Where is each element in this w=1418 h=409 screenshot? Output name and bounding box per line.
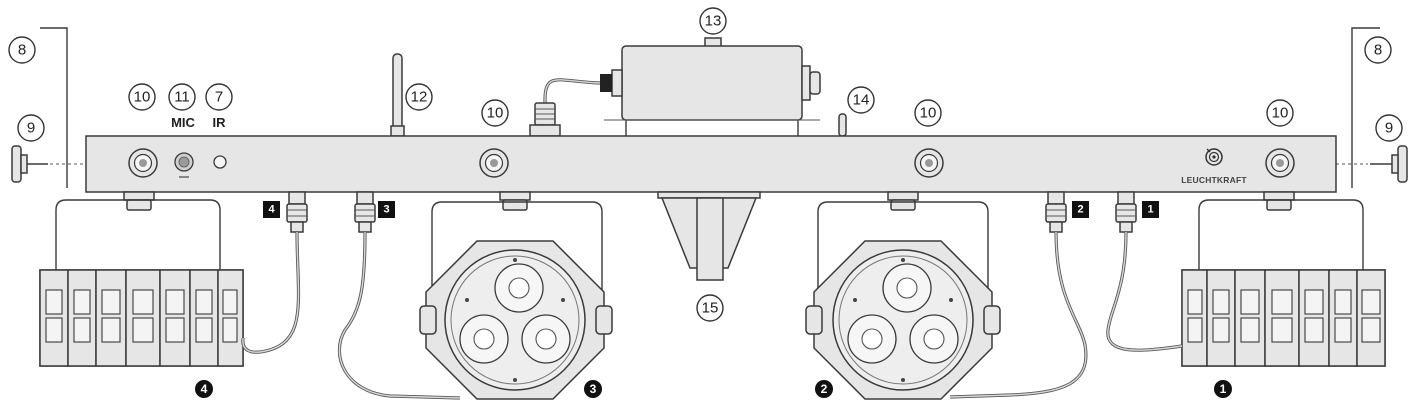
light-number-3: 3	[584, 380, 602, 398]
svg-text:4: 4	[268, 204, 275, 216]
ir-sensor	[213, 155, 227, 169]
center-mount	[657, 191, 761, 281]
light-1-led-bar	[1181, 191, 1386, 367]
svg-text:13: 13	[705, 13, 722, 30]
svg-text:10: 10	[487, 105, 504, 122]
output-connector-4	[286, 191, 308, 233]
light-number-2: 2	[815, 380, 833, 398]
svg-text:4: 4	[201, 382, 208, 396]
callout-12: 12	[405, 83, 433, 111]
light-3-par	[419, 191, 613, 400]
output-label-4: 4	[263, 201, 280, 218]
bracket-left	[40, 27, 68, 188]
callout-10-a: 10	[128, 83, 156, 111]
callout-9-left: 9	[17, 114, 45, 142]
xlr-socket-2	[479, 148, 509, 178]
ir-label: IR	[213, 115, 227, 130]
callout-8-left: 8	[8, 36, 36, 64]
cable-out1-to-light1	[1106, 231, 1183, 352]
svg-text:2: 2	[1077, 204, 1083, 216]
knob-right	[1336, 145, 1408, 183]
svg-text:9: 9	[1385, 120, 1393, 137]
output-connector-3	[354, 191, 376, 233]
main-bar	[85, 135, 1337, 193]
brand-name: LEUCHTKRAFT	[1181, 175, 1247, 185]
cable-out3-to-light3	[337, 231, 461, 400]
xlr-socket-3	[914, 148, 944, 178]
callout-10-b: 10	[481, 99, 509, 127]
light-4-led-bar	[39, 191, 244, 367]
power-box	[600, 37, 821, 136]
pin	[838, 113, 847, 137]
callout-14: 14	[847, 86, 875, 114]
svg-text:9: 9	[27, 120, 35, 137]
light-2-par	[805, 191, 1001, 400]
light-number-4: 4	[195, 380, 213, 398]
svg-text:3: 3	[383, 204, 389, 216]
output-connector-1	[1115, 191, 1137, 233]
callout-11: 11	[168, 83, 196, 111]
mic-input	[174, 152, 194, 178]
callout-8-right: 8	[1364, 36, 1392, 64]
xlr-socket-1	[128, 148, 158, 178]
callout-15: 15	[696, 294, 724, 322]
antenna	[390, 53, 405, 137]
callout-7: 7	[205, 83, 233, 111]
svg-text:10: 10	[1272, 105, 1289, 122]
svg-text:11: 11	[174, 89, 190, 106]
output-label-1: 1	[1142, 201, 1159, 218]
cable-out4-to-light4	[241, 231, 301, 354]
svg-text:1: 1	[1220, 382, 1227, 396]
svg-text:12: 12	[411, 89, 428, 106]
svg-text:3: 3	[590, 382, 597, 396]
callout-10-c: 10	[914, 99, 942, 127]
callout-10-d: 10	[1266, 99, 1294, 127]
svg-text:10: 10	[920, 105, 937, 122]
svg-text:14: 14	[853, 92, 870, 109]
svg-text:10: 10	[134, 89, 151, 106]
callout-13: 13	[699, 7, 727, 35]
svg-text:7: 7	[215, 89, 223, 106]
bracket-right	[1351, 27, 1380, 188]
svg-text:8: 8	[1374, 42, 1382, 59]
brand-logo: LEUCHTKRAFT	[1181, 148, 1247, 185]
output-label-2: 2	[1072, 201, 1089, 218]
output-label-3: 3	[378, 201, 395, 218]
svg-text:1: 1	[1147, 204, 1153, 216]
xlr-socket-4	[1265, 148, 1295, 178]
mic-label: MIC	[171, 115, 195, 130]
output-connector-2	[1045, 191, 1067, 233]
light-number-1: 1	[1214, 380, 1232, 398]
svg-text:2: 2	[821, 382, 828, 396]
knob-left	[11, 145, 86, 183]
power-cable	[529, 78, 601, 137]
svg-text:8: 8	[18, 42, 26, 59]
callout-9-right: 9	[1375, 114, 1403, 142]
svg-text:15: 15	[702, 300, 719, 317]
cable-out2-to-light2	[949, 231, 1088, 399]
